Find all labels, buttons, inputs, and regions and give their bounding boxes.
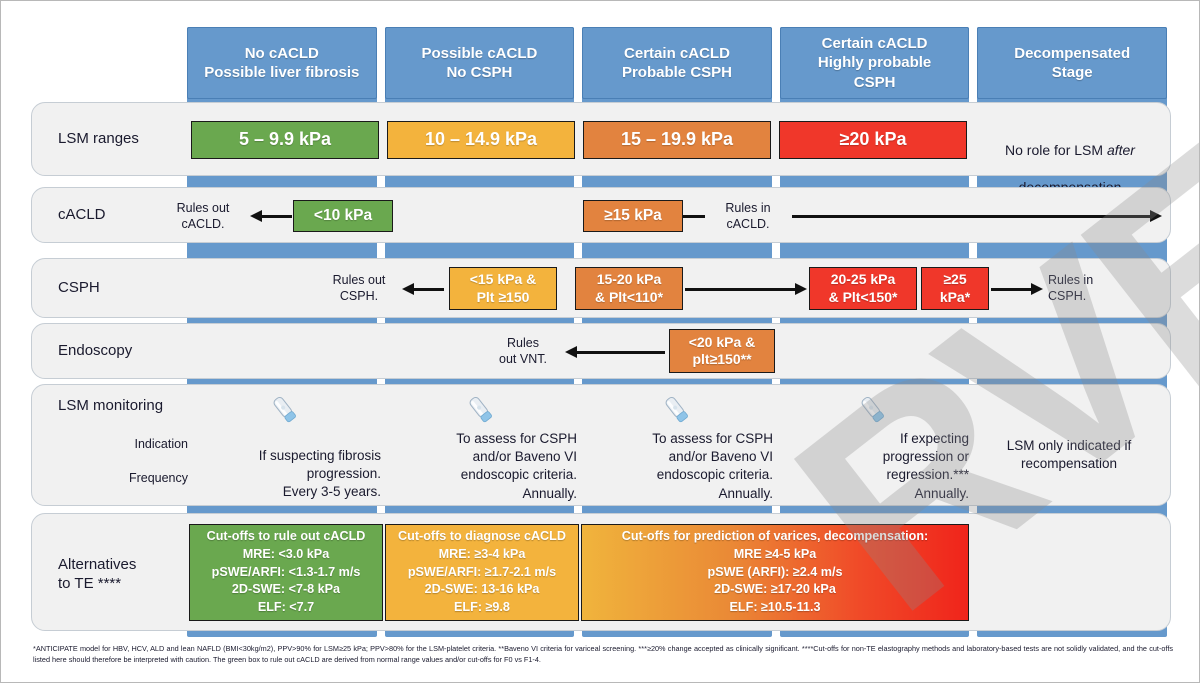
lsm-note-line1: No role for LSM xyxy=(1005,142,1107,159)
lsm-range-chip-2: 10 – 14.9 kPa xyxy=(387,121,575,159)
endoscopy-chip: <20 kPa & plt≥150** xyxy=(669,329,775,373)
lsm-monitoring-cell-4: If expecting progression or regression.*… xyxy=(882,431,969,501)
cacld-rule-in-note: Rules in cACLD. xyxy=(725,201,771,231)
column-header-certain-cacld: Certain cACLD Probable CSPH xyxy=(582,27,772,99)
alternatives-box-rule-out: Cut-offs to rule out cACLD MRE: <3.0 kPa… xyxy=(189,524,383,621)
cacld-rule-in-chip: ≥15 kPa xyxy=(583,200,683,232)
csph-rule-out-note: Rules out CSPH. xyxy=(332,273,386,303)
row-sublabel-frequency: Frequency xyxy=(128,471,188,485)
arrow-shaft xyxy=(413,288,444,291)
column-header-decompensated: Decompensated Stage xyxy=(977,27,1167,99)
column-header-no-cacld: No cACLD Possible liver fibrosis xyxy=(187,27,377,99)
elastography-probe-icon xyxy=(273,397,296,423)
elastography-probe-icon xyxy=(469,397,492,423)
row-label-csph: CSPH xyxy=(58,279,100,296)
arrowhead-left-icon xyxy=(402,283,414,295)
csph-arrow-mid xyxy=(685,282,807,296)
column-header-possible-cacld: Possible cACLD No CSPH xyxy=(384,27,575,99)
row-label-lsm-monitoring: LSM monitoring xyxy=(58,397,164,414)
elastography-probe-icon xyxy=(861,397,884,423)
arrow-shaft xyxy=(261,215,292,218)
arrowhead-left-icon xyxy=(250,210,262,222)
row-csph: CSPH Rules out CSPH. <15 kPa & Plt ≥150 … xyxy=(31,258,1171,318)
lsm-monitoring-cell-5: LSM only indicated if recompensation xyxy=(1006,438,1132,472)
lsm-range-chip-3: 15 – 19.9 kPa xyxy=(583,121,771,159)
cacld-rule-out-chip: <10 kPa xyxy=(293,200,393,232)
arrow-shaft xyxy=(991,288,1032,291)
endoscopy-rule-out-note: Rules out VNT. xyxy=(499,336,547,366)
row-alternatives-to-te: Alternatives to TE **** Cut-offs to rule… xyxy=(31,513,1171,631)
arrow-shaft xyxy=(792,215,1151,218)
arrowhead-right-icon xyxy=(795,283,807,295)
row-lsm-ranges: LSM ranges 5 – 9.9 kPa 10 – 14.9 kPa 15 … xyxy=(31,102,1171,195)
cacld-rule-in-arrow xyxy=(792,209,1162,223)
cacld-rule-in-connector xyxy=(683,215,705,218)
csph-chip-1: <15 kPa & Plt ≥150 xyxy=(449,267,557,310)
arrow-shaft xyxy=(576,351,665,354)
row-label-cacld: cACLD xyxy=(58,206,106,223)
csph-rule-in-arrow xyxy=(991,282,1043,296)
lsm-note-emph: after xyxy=(1106,142,1135,159)
column-headers: No cACLD Possible liver fibrosis Possibl… xyxy=(187,27,1167,99)
arrow-shaft xyxy=(685,288,796,291)
row-endoscopy: Endoscopy Rules out VNT. <20 kPa & plt≥1… xyxy=(31,323,1171,379)
alternatives-box-prediction: Cut-offs for prediction of varices, deco… xyxy=(581,524,969,621)
arrowhead-right-icon xyxy=(1150,210,1162,222)
footnote: *ANTICIPATE model for HBV, HCV, ALD and … xyxy=(33,644,1173,664)
endoscopy-rule-out-arrow xyxy=(565,345,665,359)
elastography-probe-icon xyxy=(665,397,688,423)
cacld-rule-out-arrow xyxy=(250,209,292,223)
lsm-range-chip-4: ≥20 kPa xyxy=(779,121,967,159)
row-cacld: cACLD Rules out cACLD. <10 kPa ≥15 kPa R… xyxy=(31,187,1171,243)
lsm-monitoring-cell-1: If suspecting fibrosis progression. Ever… xyxy=(258,448,381,500)
csph-chip-2: 15-20 kPa & Plt<110* xyxy=(575,267,683,310)
lsm-monitoring-cell-2: To assess for CSPH and/or Baveno VI endo… xyxy=(456,431,577,501)
arrowhead-left-icon xyxy=(565,346,577,358)
row-label-endoscopy: Endoscopy xyxy=(58,342,133,359)
csph-rule-in-note: Rules in CSPH. xyxy=(1048,273,1094,303)
lsm-range-chip-1: 5 – 9.9 kPa xyxy=(191,121,379,159)
csph-chip-4: ≥25 kPa* xyxy=(921,267,989,310)
row-sublabel-indication: Indication xyxy=(134,437,188,451)
csph-rule-out-arrow xyxy=(402,282,444,296)
lsm-monitoring-cell-3: To assess for CSPH and/or Baveno VI endo… xyxy=(652,431,773,501)
row-label-alternatives-to-te: Alternatives to TE **** xyxy=(58,556,137,592)
csph-chip-3: 20-25 kPa & Plt<150* xyxy=(809,267,917,310)
lsm-ranges-decompensated-note: No role for LSM after decompensation xyxy=(975,123,1165,196)
column-header-highly-probable: Certain cACLD Highly probable CSPH xyxy=(779,27,970,99)
cacld-rule-out-note: Rules out cACLD. xyxy=(176,201,230,231)
row-lsm-monitoring: LSM monitoring Indication Frequency xyxy=(31,384,1171,506)
alternatives-box-diagnose: Cut-offs to diagnose cACLD MRE: ≥3-4 kPa… xyxy=(385,524,579,621)
row-label-lsm-ranges: LSM ranges xyxy=(58,130,139,147)
arrowhead-right-icon xyxy=(1031,283,1043,295)
